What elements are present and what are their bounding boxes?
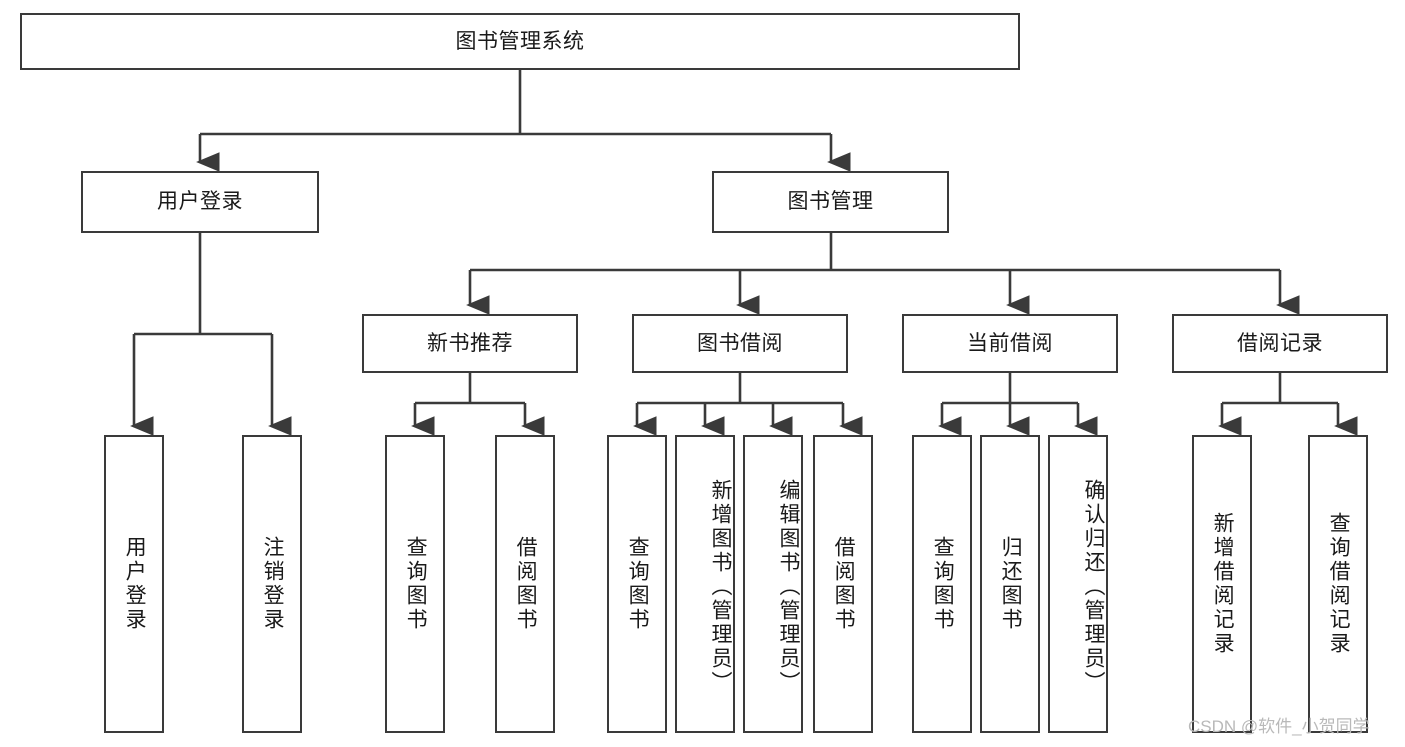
csdn-watermark: CSDN @软件_小贺同学: [1188, 717, 1370, 736]
leaf-query-borrow-record[interactable]: 查询借阅记录: [1308, 435, 1368, 733]
node-new-book-recommend[interactable]: 新书推荐: [362, 314, 578, 373]
node-user-login[interactable]: 用户登录: [81, 171, 319, 233]
node-borrow-record[interactable]: 借阅记录: [1172, 314, 1388, 373]
leaf-query-book-current[interactable]: 查询图书: [912, 435, 972, 733]
node-root-system[interactable]: 图书管理系统: [20, 13, 1020, 70]
node-current-borrow[interactable]: 当前借阅: [902, 314, 1118, 373]
leaf-add-borrow-record[interactable]: 新增借阅记录: [1192, 435, 1252, 733]
leaf-add-book-admin[interactable]: 新增图书（管理员）: [675, 435, 735, 733]
leaf-confirm-return-admin[interactable]: 确认归还（管理员）: [1048, 435, 1108, 733]
leaf-borrow-book-recommend[interactable]: 借阅图书: [495, 435, 555, 733]
leaf-query-book-borrow[interactable]: 查询图书: [607, 435, 667, 733]
leaf-borrow-book[interactable]: 借阅图书: [813, 435, 873, 733]
leaf-user-login[interactable]: 用户登录: [104, 435, 164, 733]
leaf-edit-book-admin[interactable]: 编辑图书（管理员）: [743, 435, 803, 733]
leaf-query-book-recommend[interactable]: 查询图书: [385, 435, 445, 733]
leaf-user-logout[interactable]: 注销登录: [242, 435, 302, 733]
node-book-borrow[interactable]: 图书借阅: [632, 314, 848, 373]
leaf-return-book[interactable]: 归还图书: [980, 435, 1040, 733]
node-book-management[interactable]: 图书管理: [712, 171, 949, 233]
